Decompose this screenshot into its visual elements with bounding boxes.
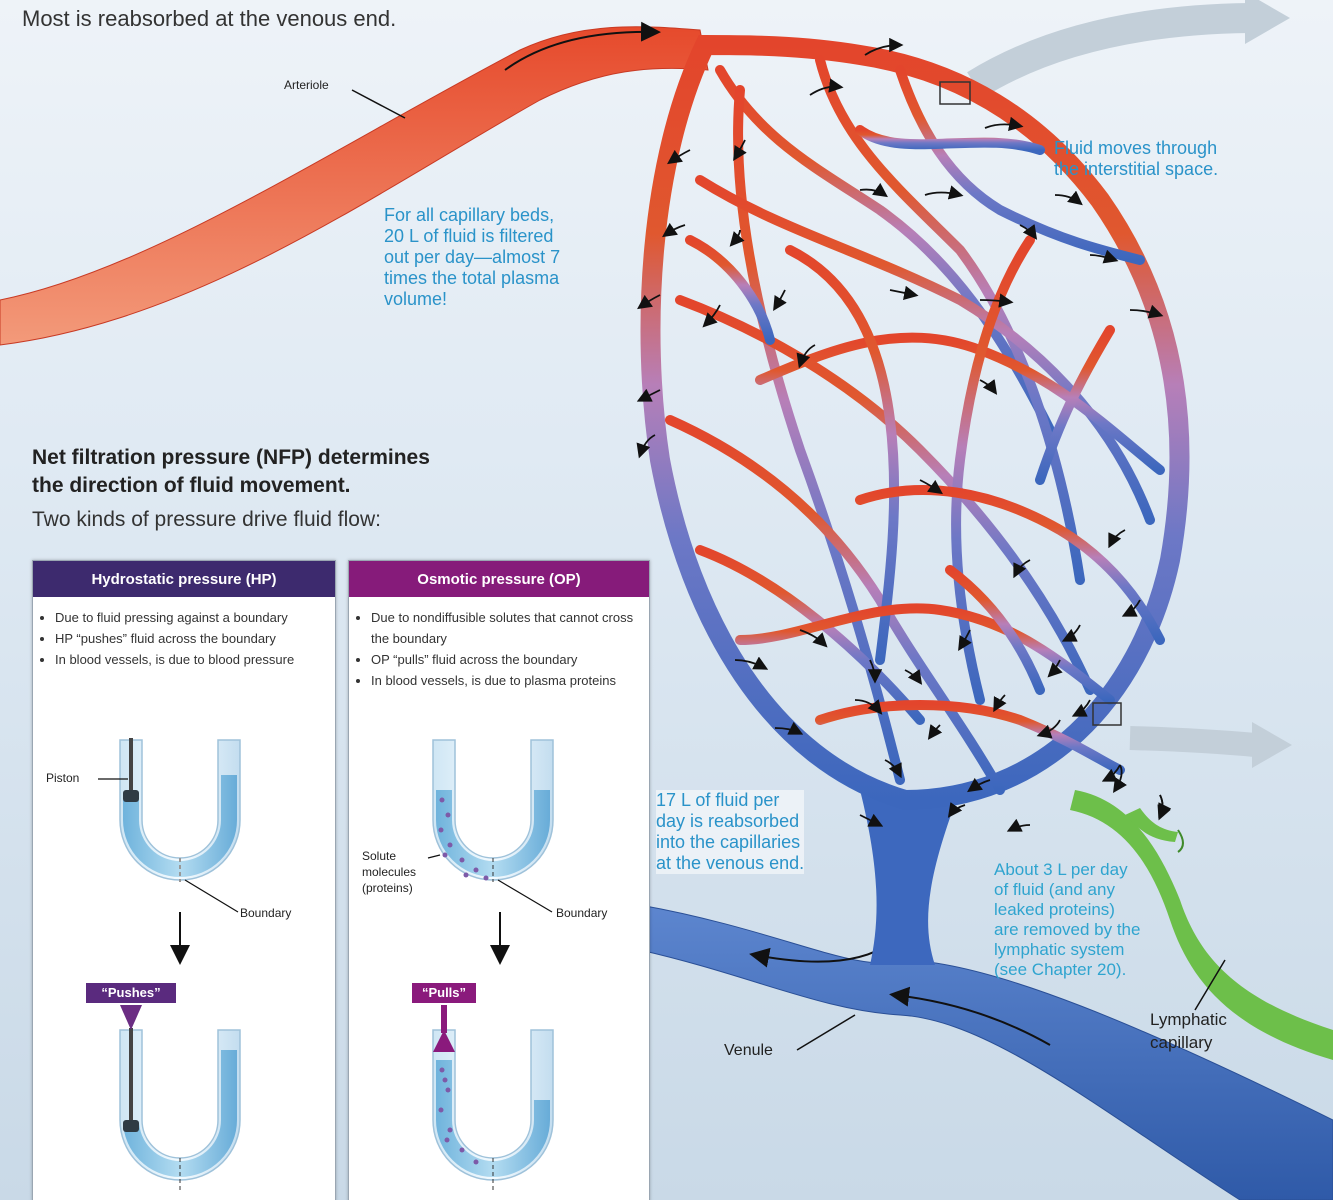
lymphatic-vessel: [1070, 790, 1333, 1060]
venule-label: Venule: [724, 1042, 773, 1059]
hp-panel-title: Hydrostatic pressure (HP): [33, 561, 335, 597]
pulls-tag: “Pulls”: [412, 983, 476, 1003]
op-tube-before: [427, 739, 554, 913]
op-bullet: In blood vessels, is due to plasma prote…: [371, 670, 649, 691]
lymphatic-capillary-label: Lymphatic capillary: [1150, 1010, 1227, 1052]
hydrostatic-pressure-panel: Hydrostatic pressure (HP) Due to fluid p…: [32, 560, 336, 1200]
op-boundary-label: Boundary: [556, 906, 608, 920]
hp-bullet: In blood vessels, is due to blood pressu…: [55, 649, 335, 670]
lymphatic-note: About 3 L per day of fluid (and any leak…: [994, 860, 1141, 979]
piston-label: Piston: [46, 771, 80, 785]
filtration-note: For all capillary beds, 20 L of fluid is…: [384, 205, 561, 309]
reabsorption-note: 17 L of fluid per day is reabsorbed into…: [656, 790, 805, 874]
hp-tube-after: [119, 1005, 241, 1190]
interstitial-note: Fluid moves through the interstitial spa…: [1054, 138, 1219, 179]
pushes-tag: “Pushes”: [86, 983, 176, 1003]
arteriole-label: Arteriole: [284, 78, 329, 92]
fluid-movement-arrows: [636, 37, 1172, 832]
hp-tube-before: [98, 738, 241, 913]
op-bullet: OP “pulls” fluid across the boundary: [371, 649, 649, 670]
op-bullet-list: Due to nondiffusible solutes that cannot…: [349, 607, 649, 691]
header-line: Most is reabsorbed at the venous end.: [22, 6, 397, 31]
op-panel-title: Osmotic pressure (OP): [349, 561, 649, 597]
venule-vessel: [639, 904, 1333, 1200]
op-bullet: Due to nondiffusible solutes that cannot…: [371, 607, 649, 649]
hp-bullet-list: Due to fluid pressing against a boundary…: [33, 607, 335, 670]
hp-bullet: Due to fluid pressing against a boundary: [55, 607, 335, 628]
upper-flow-arrow: [967, 3, 1251, 98]
hp-boundary-label: Boundary: [240, 906, 292, 920]
capillary-bed: [640, 34, 1190, 811]
arteriole-vessel: [0, 26, 709, 346]
op-tube-after: [432, 1005, 554, 1190]
solute-molecules-label: Solute molecules (proteins): [362, 849, 417, 895]
hp-bullet: HP “pushes” fluid across the boundary: [55, 628, 335, 649]
nfp-title: Net filtration pressure (NFP) determines…: [32, 446, 430, 497]
nfp-subtitle: Two kinds of pressure drive fluid flow:: [32, 508, 381, 531]
lower-flow-arrow: [1129, 726, 1257, 757]
